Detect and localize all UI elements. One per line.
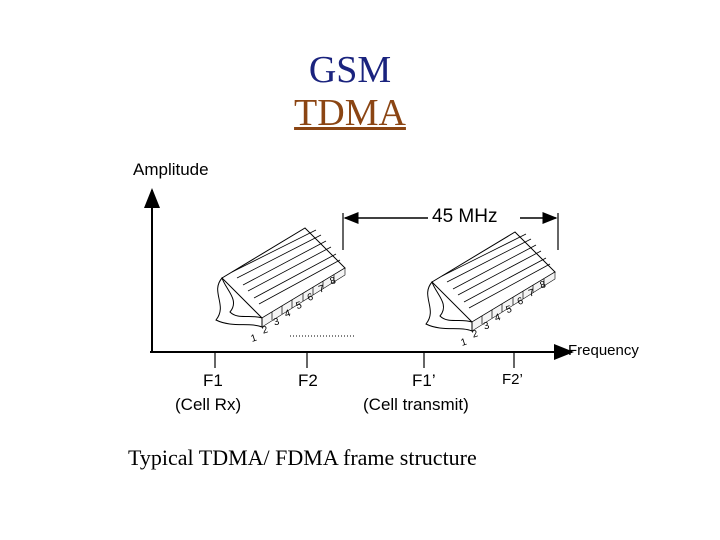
- x-axis-label: Frequency: [568, 342, 639, 359]
- f2-label: F2: [298, 371, 318, 390]
- f1-description: (Cell Rx): [175, 395, 242, 414]
- right-frame-slot-number: 8: [539, 279, 548, 291]
- diagram-caption: Typical TDMA/ FDMA frame structure: [128, 445, 477, 470]
- frame-left: [215, 227, 346, 328]
- left-frame-slot-number: 1: [250, 333, 259, 345]
- diagram-title: GSM: [308, 49, 392, 91]
- left-frame-slot-number: 5: [295, 300, 304, 312]
- f1-label: F1: [203, 371, 223, 390]
- right-frame-slot-number: 4: [493, 312, 502, 324]
- right-frame-slot-number: 1: [460, 337, 469, 349]
- f2-prime-label: F2’: [502, 371, 523, 388]
- y-axis-label: Amplitude: [133, 160, 209, 179]
- right-frame-slot-number: 2: [471, 328, 480, 340]
- f1-prime-label: F1’: [412, 371, 436, 390]
- right-frame-slot-number: 3: [482, 320, 491, 332]
- left-frame-slot-number: 3: [272, 316, 281, 328]
- left-frame-slot-number: 4: [283, 308, 292, 320]
- left-frame-slot-number: 7: [317, 283, 326, 295]
- f1-prime-description: (Cell transmit): [363, 395, 469, 414]
- right-frame-slot-number: 7: [527, 287, 536, 299]
- diagram-subtitle: TDMA: [294, 92, 406, 134]
- right-frame-slot-number: 5: [505, 304, 514, 316]
- frame-right: [425, 231, 556, 332]
- bandwidth-label: 45 MHz: [432, 206, 498, 227]
- right-frame-slot-number: 6: [516, 296, 525, 308]
- left-frame-slot-number: 6: [306, 292, 315, 304]
- left-frame-slot-number: 8: [329, 275, 338, 287]
- left-frame-slot-number: 2: [261, 324, 270, 336]
